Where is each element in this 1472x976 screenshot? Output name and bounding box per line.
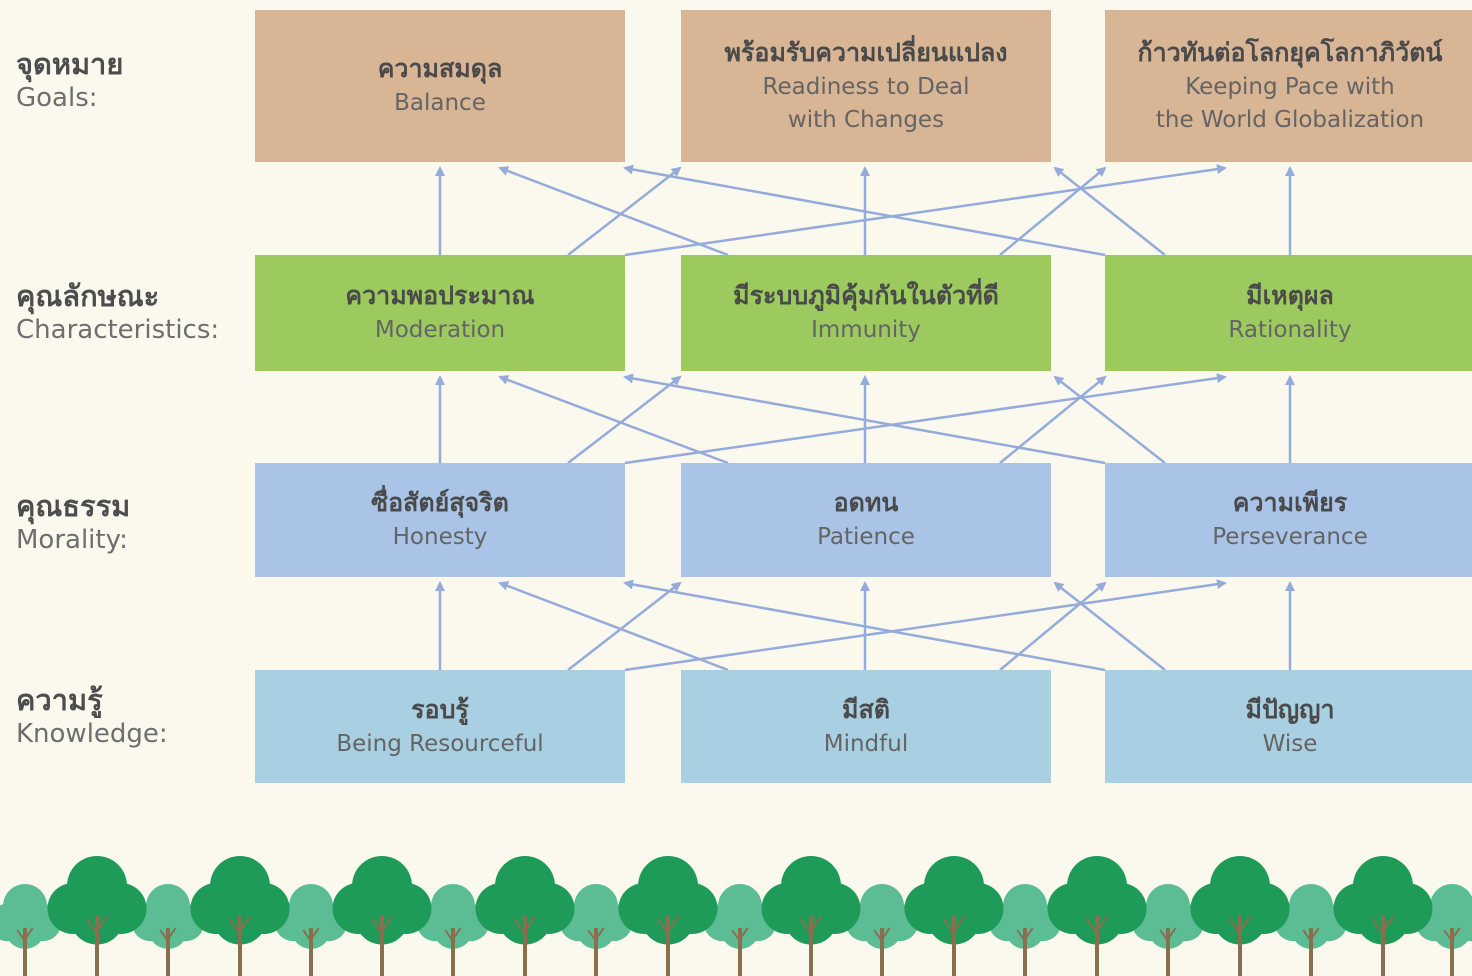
morality-title-en: Perseverance (1212, 524, 1368, 551)
knowledge-title-en: Being Resourceful (336, 730, 544, 757)
tree-icon (761, 856, 861, 976)
tree-icon (131, 884, 205, 976)
characteristic-title-th: มีเหตุผล (1246, 281, 1334, 311)
morality-title-th: ความเพียร (1232, 488, 1348, 518)
goal-box-readiness: พร้อมรับความเปลี่ยนแปลง Readiness to Dea… (681, 10, 1051, 162)
characteristic-title-en: Immunity (811, 317, 921, 344)
goal-title-en: Readiness to Deal with Changes (762, 73, 970, 134)
tree-icon (559, 884, 633, 976)
connection-arrow (498, 581, 729, 672)
characteristic-box-moderation: ความพอประมาณ Moderation (255, 255, 625, 371)
tree-icon (1333, 856, 1433, 976)
morality-label-en: Morality: (16, 525, 128, 556)
goal-box-balance: ความสมดุล Balance (255, 10, 625, 162)
knowledge-title-th: มีสติ (842, 694, 890, 724)
connection-arrow (498, 166, 729, 257)
row-label-goals: จุดหมาย Goals: (16, 46, 123, 115)
characteristic-title-en: Rationality (1228, 317, 1352, 344)
knowledge-title-en: Wise (1262, 730, 1318, 757)
goal-title-en: Keeping Pace with the World Globalizatio… (1155, 73, 1425, 134)
row-label-characteristics: คุณลักษณะ Characteristics: (16, 278, 219, 347)
goal-title-th: พร้อมรับความเปลี่ยนแปลง (724, 37, 1008, 67)
characteristics-label-th: คุณลักษณะ (16, 279, 160, 313)
knowledge-label-en: Knowledge: (16, 719, 168, 750)
knowledge-title-th: มีปัญญา (1245, 694, 1335, 724)
connection-arrow (624, 373, 1227, 465)
knowledge-box-resourceful: รอบรู้ Being Resourceful (255, 670, 625, 783)
connection-arrow (1053, 375, 1166, 464)
knowledge-box-wise: มีปัญญา Wise (1105, 670, 1472, 783)
tree-icon (703, 884, 777, 976)
characteristic-title-en: Moderation (374, 317, 506, 344)
characteristic-title-th: ความพอประมาณ (345, 281, 535, 311)
goal-title-th: ความสมดุล (377, 54, 503, 84)
connection-arrow (623, 164, 1106, 257)
row-label-morality: คุณธรรม Morality: (16, 488, 130, 557)
tree-icon (475, 856, 575, 976)
tree-icon (274, 884, 348, 976)
row-label-knowledge: ความรู้ Knowledge: (16, 682, 168, 751)
tree-icon (190, 856, 290, 976)
tree-icon (332, 856, 432, 976)
tree-icon (1190, 856, 1290, 976)
tree-icon (1047, 856, 1147, 976)
characteristics-label-en: Characteristics: (16, 315, 220, 346)
tree-icon (904, 856, 1004, 976)
knowledge-box-mindful: มีสติ Mindful (681, 670, 1051, 783)
tree-icon (618, 856, 718, 976)
connection-arrow (624, 579, 1227, 672)
goals-label-th: จุดหมาย (16, 47, 124, 81)
connection-arrow (567, 375, 682, 464)
characteristic-title-th: มีระบบภูมิคุ้มกันในตัวที่ดี (733, 281, 999, 311)
connection-arrow (567, 581, 682, 671)
morality-box-honesty: ซื่อสัตย์สุจริต Honesty (255, 463, 625, 577)
connection-arrows (435, 164, 1295, 672)
connection-arrow (498, 375, 729, 465)
connection-arrow (623, 373, 1106, 465)
knowledge-title-th: รอบรู้ (411, 694, 469, 724)
connection-arrow (999, 166, 1107, 256)
goal-title-th: ก้าวทันต่อโลกยุคโลกาภิวัตน์ (1137, 37, 1443, 67)
morality-box-patience: อดทน Patience (681, 463, 1051, 577)
morality-title-en: Patience (817, 524, 915, 551)
characteristic-box-immunity: มีระบบภูมิคุ้มกันในตัวที่ดี Immunity (681, 255, 1051, 371)
goals-label-en: Goals: (16, 83, 98, 114)
knowledge-title-en: Mindful (823, 730, 909, 757)
connection-arrow (623, 579, 1106, 672)
connection-arrow (999, 375, 1107, 464)
morality-box-perseverance: ความเพียร Perseverance (1105, 463, 1472, 577)
morality-title-th: อดทน (833, 488, 899, 518)
tree-icon (0, 884, 62, 976)
connection-arrow (1053, 166, 1166, 256)
goal-title-en: Balance (394, 90, 486, 117)
connection-arrow (999, 581, 1107, 671)
goal-box-globalization: ก้าวทันต่อโลกยุคโลกาภิวัตน์ Keeping Pace… (1105, 10, 1472, 162)
characteristic-box-rationality: มีเหตุผล Rationality (1105, 255, 1472, 371)
morality-label-th: คุณธรรม (16, 489, 131, 523)
knowledge-label-th: ความรู้ (16, 683, 103, 717)
morality-title-en: Honesty (392, 524, 488, 551)
morality-title-th: ซื่อสัตย์สุจริต (371, 488, 509, 518)
connection-arrow (1053, 581, 1166, 671)
tree-icon (47, 856, 147, 976)
connection-arrow (567, 166, 682, 256)
connection-arrow (624, 164, 1227, 257)
tree-row-illustration (0, 856, 1472, 976)
